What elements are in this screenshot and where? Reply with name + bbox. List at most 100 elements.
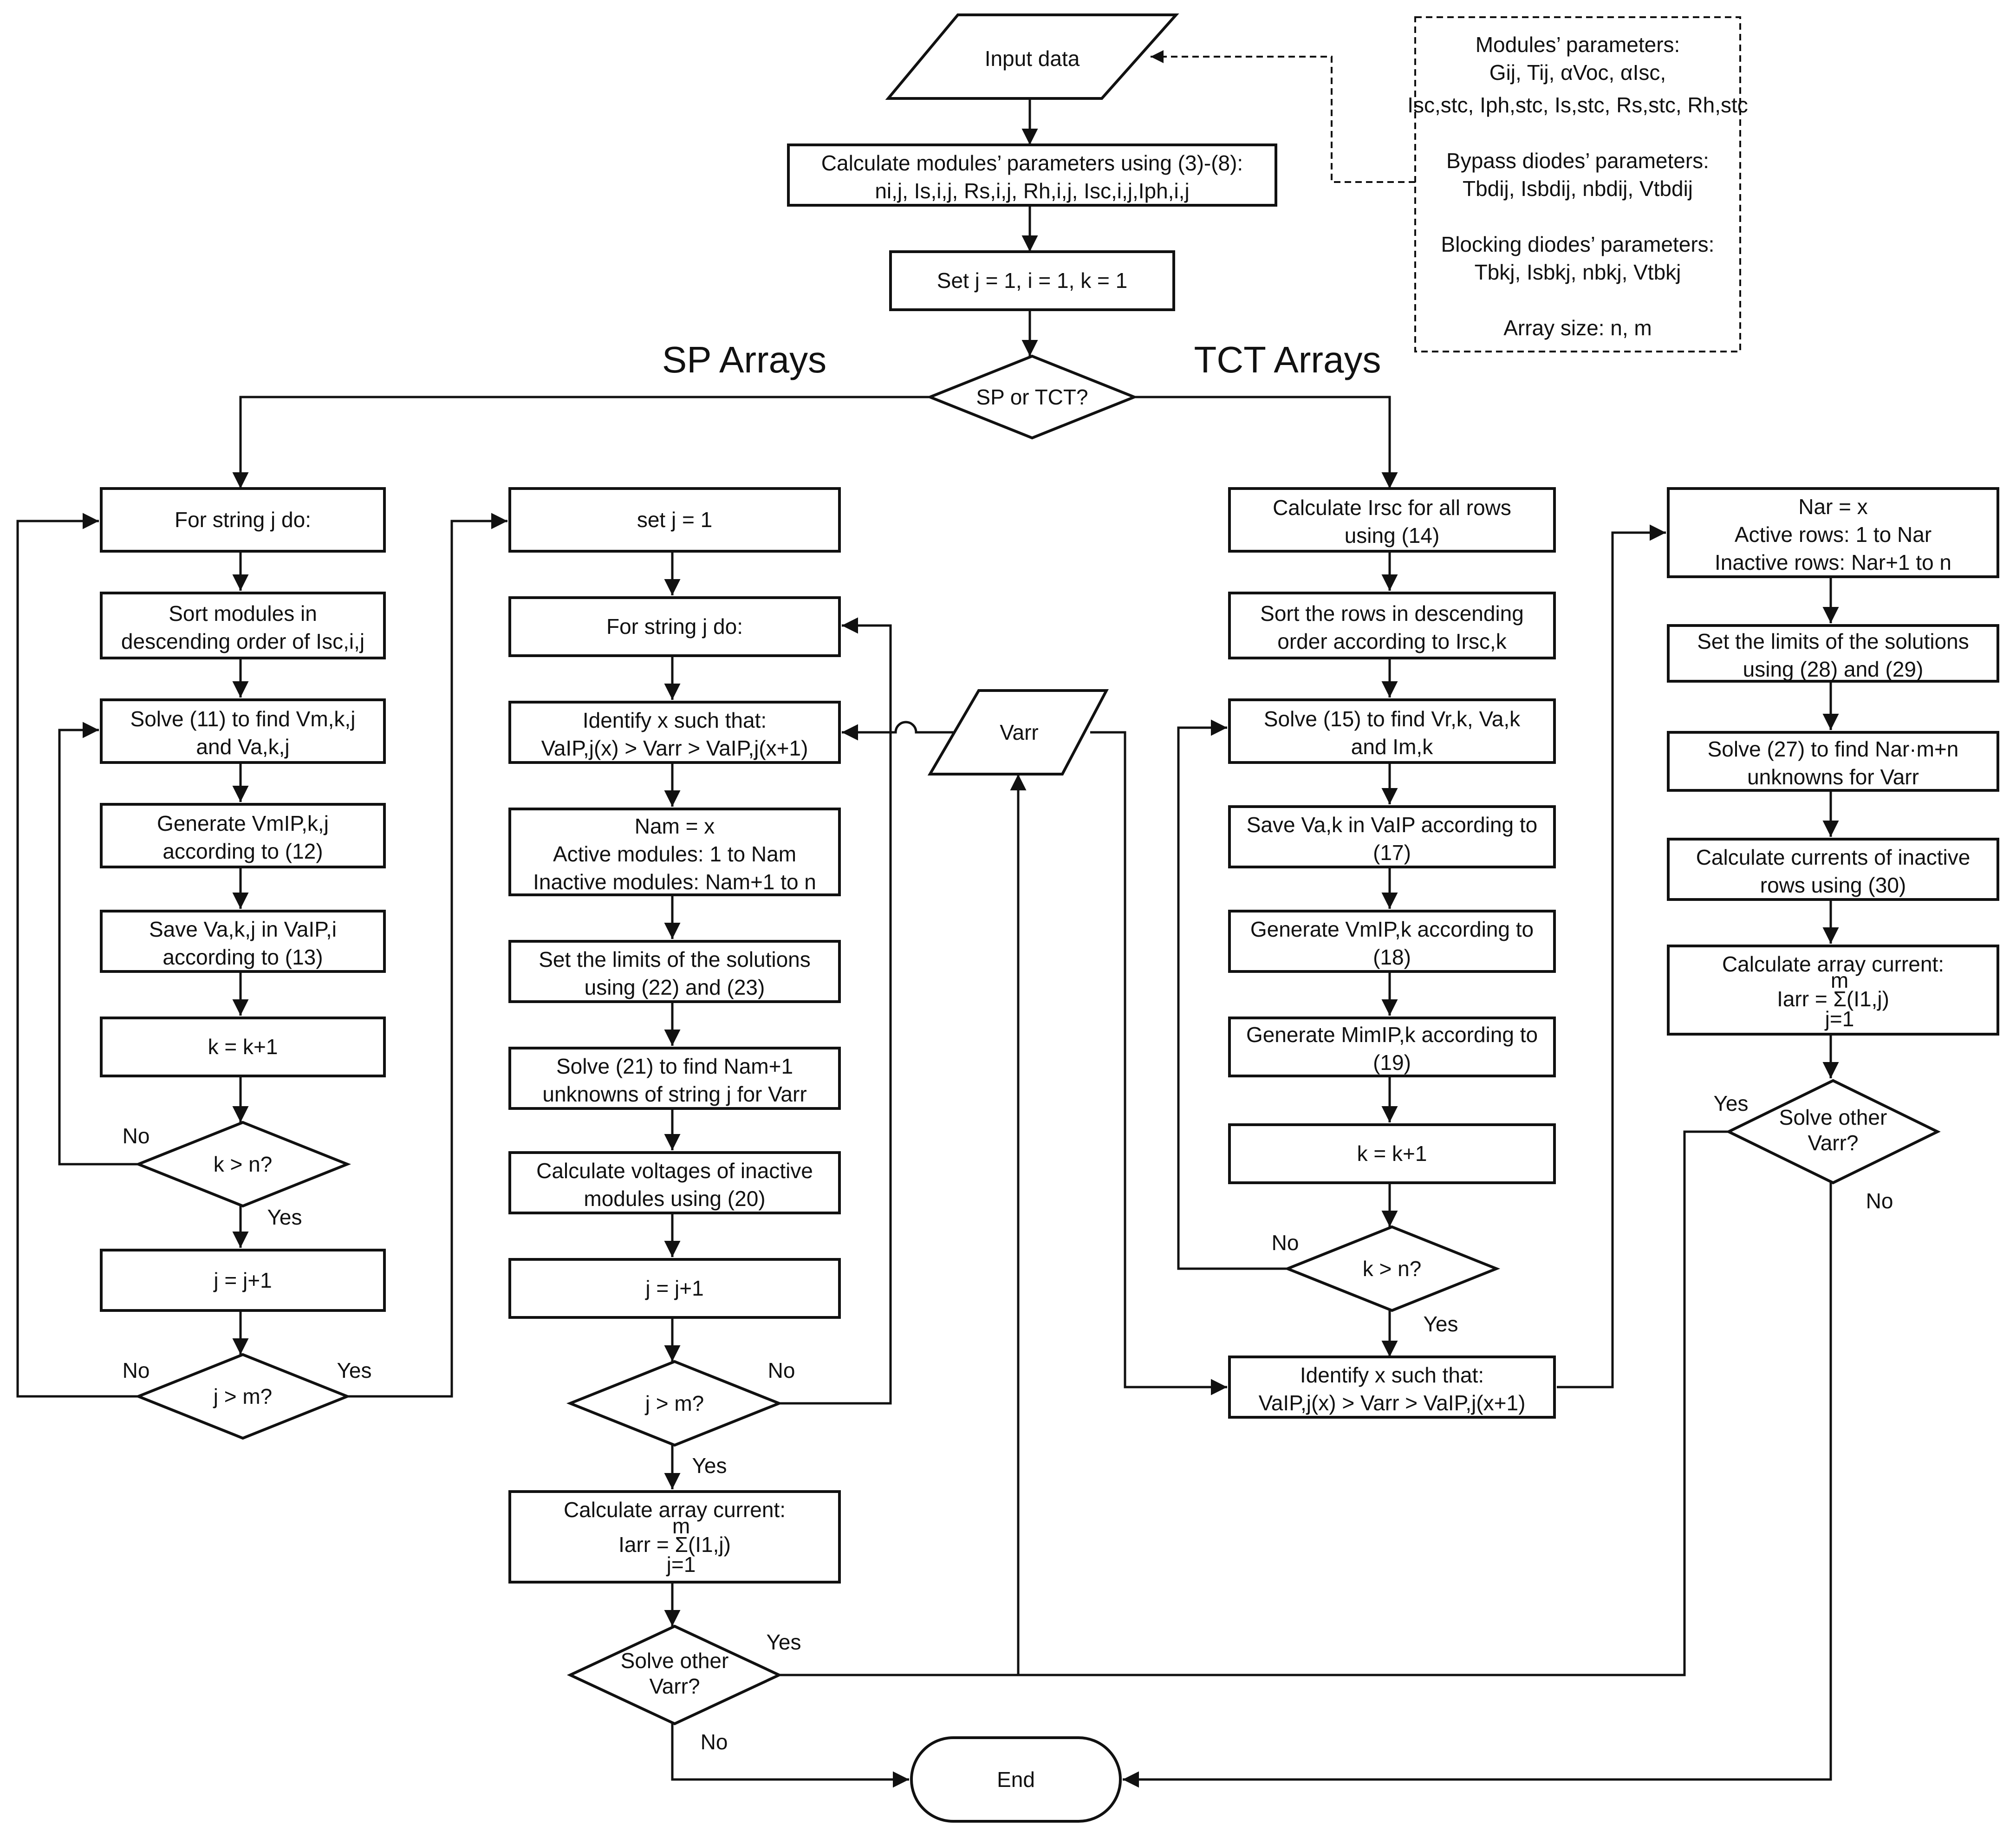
sp-j-increment2-box bbox=[508, 1258, 841, 1319]
edges bbox=[16, 50, 1839, 1788]
sp-limits-box bbox=[508, 940, 841, 1003]
tct-array-current-sub: j=1 bbox=[1824, 1007, 1854, 1031]
tct-irsc-node: Calculate Irsc for all rows using (14) bbox=[1228, 487, 1556, 553]
sp-k-increment-text: k = k+1 bbox=[208, 1035, 278, 1059]
sp-sort-line1: Sort modules in bbox=[169, 601, 317, 626]
tct-nar-box bbox=[1667, 487, 1999, 578]
tct-solve27-box bbox=[1667, 731, 1999, 792]
tct-limits-node: Set the limits of the solutions using (2… bbox=[1667, 624, 1999, 683]
sp-j-diamond bbox=[134, 1353, 351, 1440]
tct-sort-box bbox=[1228, 592, 1556, 659]
array-size-text: Array size: n, m bbox=[1503, 316, 1652, 340]
tct-sort-node: Sort the rows in descending order accord… bbox=[1228, 592, 1556, 659]
label-spj2-yes: Yes bbox=[692, 1453, 727, 1478]
tct-nar-line1: Nar = x bbox=[1798, 495, 1868, 519]
tct-identify-node: Identify x such that: VaIP,j(x) > Varr >… bbox=[1228, 1356, 1556, 1419]
tct-generate-v-box bbox=[1228, 910, 1556, 973]
sp-or-tct-text: SP or TCT? bbox=[976, 385, 1088, 409]
tct-inactive-currents-line1: Calculate currents of inactive bbox=[1696, 845, 1970, 869]
sp-solve21-line1: Solve (21) to find Nam+1 bbox=[556, 1054, 793, 1078]
tct-limits-line2: using (28) and (29) bbox=[1743, 657, 1924, 681]
tct-array-current-line1: Calculate array current: bbox=[1722, 952, 1944, 976]
sp-solve21-line2: unknowns of string j for Varr bbox=[542, 1082, 806, 1106]
edge-varr-to-tct-identify bbox=[1090, 731, 1227, 1395]
edge-k-no-loop bbox=[58, 722, 138, 1166]
tct-solve-other-line1: Solve other bbox=[1779, 1105, 1887, 1129]
parameters-box: Modules’ parameters: Gij, Tij, αVoc, αIs… bbox=[1407, 16, 1748, 352]
sp-j-increment2-node: j = j+1 bbox=[508, 1258, 841, 1319]
set-init-box bbox=[889, 250, 1175, 311]
label-sp-solve-yes: Yes bbox=[766, 1630, 801, 1654]
tct-generate-m-line1: Generate MimIP,k according to bbox=[1246, 1023, 1538, 1047]
sp-save-node: Save Va,k,j in VaIP,i according to (13) bbox=[100, 910, 386, 973]
tct-inactive-currents-node: Calculate currents of inactive rows usin… bbox=[1667, 838, 1999, 901]
sp-for-string-text: For string j do: bbox=[175, 508, 311, 532]
modules-params-title: Modules’ parameters: bbox=[1476, 33, 1680, 57]
bypass-params-line: Tbdij, Isbdij, nbdij, Vtbdij bbox=[1463, 176, 1693, 201]
sp-identify-line1: Identify x such that: bbox=[583, 708, 767, 732]
sp-j-increment-node: j = j+1 bbox=[100, 1249, 386, 1312]
tct-k-increment-text: k = k+1 bbox=[1357, 1141, 1427, 1166]
sp-sort-node: Sort modules in descending order of Isc,… bbox=[100, 592, 386, 659]
tct-array-current-line2: Iarr = Σ(I1,j) bbox=[1777, 987, 1889, 1011]
sp-generate-box bbox=[100, 803, 386, 868]
tct-solve15-node: Solve (15) to find Vr,k, Va,k and Im,k bbox=[1228, 698, 1556, 764]
tct-k-diamond bbox=[1283, 1225, 1501, 1312]
bypass-params-title: Bypass diodes’ parameters: bbox=[1446, 149, 1709, 173]
edge-decision-to-sp bbox=[232, 396, 930, 489]
tct-solve15-box bbox=[1228, 698, 1556, 764]
calc-params-node: Calculate modules’ parameters using (3)-… bbox=[787, 143, 1277, 207]
sp-for-string-box bbox=[100, 487, 386, 553]
sp-solve-other-line2: Varr? bbox=[649, 1674, 700, 1698]
tct-solve27-line2: unknowns for Varr bbox=[1747, 765, 1919, 789]
sp-nam-line1: Nam = x bbox=[635, 814, 715, 838]
edge-tct-identify-to-nar bbox=[1557, 524, 1666, 1388]
sp-array-current-node: Calculate array current: m Iarr = Σ(I1,j… bbox=[508, 1490, 841, 1584]
set-init-text: Set j = 1, i = 1, k = 1 bbox=[937, 268, 1127, 293]
label-spj2-no: No bbox=[768, 1358, 795, 1382]
sp-generate-line1: Generate VmIP,k,j bbox=[157, 811, 329, 835]
tct-solve27-line1: Solve (27) to find Nar·m+n bbox=[1708, 737, 1959, 761]
edge-varr-to-identify bbox=[842, 721, 953, 741]
blocking-params-title: Blocking diodes’ parameters: bbox=[1441, 232, 1715, 256]
sp-k-decision: k > n? bbox=[134, 1121, 351, 1208]
sp-array-current-line1: Calculate array current: bbox=[564, 1498, 786, 1522]
tct-solve-other-decision: Solve other Varr? bbox=[1725, 1079, 1941, 1185]
tct-nar-line2: Active rows: 1 to Nar bbox=[1735, 522, 1931, 547]
label-j-yes: Yes bbox=[337, 1358, 371, 1382]
input-data-node: Input data bbox=[885, 13, 1179, 100]
sp-k-decision-text: k > n? bbox=[214, 1152, 273, 1176]
sp-j-increment-box bbox=[100, 1249, 386, 1312]
edge-sp-solve-yes bbox=[779, 1130, 1731, 1676]
tct-arrays-heading: TCT Arrays bbox=[1194, 339, 1381, 380]
input-data-text: Input data bbox=[985, 46, 1080, 71]
tct-identify-line2: VaIP,j(x) > Varr > VaIP,j(x+1) bbox=[1259, 1391, 1526, 1415]
tct-limits-box bbox=[1667, 624, 1999, 683]
parameters-box-border bbox=[1414, 16, 1741, 352]
sp-nam-line2: Active modules: 1 to Nam bbox=[553, 842, 796, 866]
sp-nam-line3: Inactive modules: Nam+1 to n bbox=[533, 870, 816, 894]
tct-array-current-node: Calculate array current: m Iarr = Σ(I1,j… bbox=[1667, 945, 1999, 1036]
sp-array-current-box bbox=[508, 1490, 841, 1584]
edge-j-no-loop bbox=[16, 513, 138, 1398]
sp-j-decision2-text: j > m? bbox=[644, 1391, 704, 1415]
tct-solve27-node: Solve (27) to find Nar·m+n unknowns for … bbox=[1667, 731, 1999, 792]
sp-set-j-box bbox=[508, 487, 841, 553]
tct-generate-m-node: Generate MimIP,k according to (19) bbox=[1228, 1017, 1556, 1077]
calc-params-line2: ni,j, Is,i,j, Rs,i,j, Rh,i,j, Isc,i,j,Ip… bbox=[875, 179, 1189, 203]
tct-solve15-line1: Solve (15) to find Vr,k, Va,k bbox=[1264, 707, 1521, 731]
edge-labels: No Yes No Yes No Yes Yes No No Yes Yes N… bbox=[123, 1091, 1893, 1754]
edge-params-to-input bbox=[1151, 50, 1415, 183]
sp-solve21-node: Solve (21) to find Nam+1 unknowns of str… bbox=[508, 1047, 841, 1110]
sp-identify-line2: VaIP,j(x) > Varr > VaIP,j(x+1) bbox=[541, 736, 808, 760]
sp-set-j-text: set j = 1 bbox=[637, 508, 712, 532]
sp-solve11-line1: Solve (11) to find Vm,k,j bbox=[130, 707, 356, 731]
sp-voltages-box bbox=[508, 1151, 841, 1214]
sp-array-current-sup: m bbox=[672, 1514, 690, 1538]
sp-voltages-line1: Calculate voltages of inactive bbox=[536, 1159, 813, 1183]
edge-decision-to-tct bbox=[1130, 396, 1398, 489]
tct-array-current-box bbox=[1667, 945, 1999, 1036]
label-tct-solve-yes: Yes bbox=[1713, 1091, 1748, 1115]
sp-sort-line2: descending order of Isc,i,j bbox=[121, 629, 364, 653]
